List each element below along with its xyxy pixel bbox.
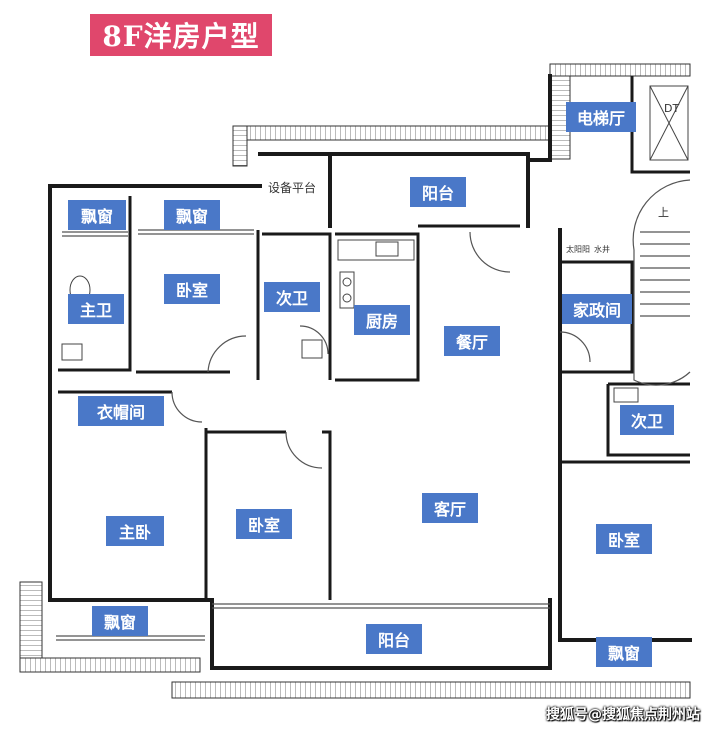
bottom-ledge xyxy=(19,657,201,673)
kitchen-stove xyxy=(339,271,355,309)
stair-box xyxy=(630,76,690,174)
stair-curve xyxy=(632,179,691,386)
door-housekeeping xyxy=(559,331,591,363)
label-bay-window-bottom-right: 飘窗 xyxy=(596,637,652,667)
label-living-room: 客厅 xyxy=(422,493,478,523)
master-bath-wall xyxy=(58,196,132,372)
bath2-sink xyxy=(301,339,323,359)
door-balcony xyxy=(469,231,511,273)
floor-plan-title: 8F洋房户型 xyxy=(90,14,272,56)
label-bay-window-bottom-left: 飘窗 xyxy=(92,606,148,636)
elevator-shaft xyxy=(649,85,689,161)
label-bay-window-top-left: 飘窗 xyxy=(68,200,126,230)
label-second-bath-1: 次卫 xyxy=(264,282,320,312)
kitchen-wall xyxy=(335,232,420,382)
kitchen-sink xyxy=(375,241,399,257)
label-bay-window-top: 飘窗 xyxy=(164,200,220,230)
stair-wall-top xyxy=(526,74,552,162)
window-lines-bottom xyxy=(212,603,550,609)
master-bath-sink xyxy=(61,343,83,361)
right-top-strip xyxy=(549,63,691,77)
kitchen-counter xyxy=(337,239,415,261)
label-balcony-top: 阳台 xyxy=(410,177,466,207)
bath-right-wall xyxy=(606,382,690,457)
stair-treads xyxy=(640,231,690,317)
door-bedroom-middle xyxy=(285,431,323,469)
window-lines-left xyxy=(56,635,205,641)
bath-right-sink xyxy=(613,387,639,403)
small-balcony-note: 太阳阳 xyxy=(566,244,590,254)
label-cloakroom: 衣帽间 xyxy=(78,396,164,426)
bottom-long-ledge xyxy=(171,681,691,699)
elevator-cross-2 xyxy=(649,85,689,161)
bedroom-middle-wall xyxy=(204,428,332,600)
stove-burner-2 xyxy=(342,293,352,303)
elevator-code-note: DT xyxy=(664,102,679,115)
top-ledge xyxy=(232,125,552,141)
door-cloak xyxy=(171,391,203,423)
door-bath2 xyxy=(299,325,329,355)
equipment-platform-note: 设备平台 xyxy=(268,180,316,195)
top-left-ledge xyxy=(232,125,248,167)
watermark: 搜狐号@搜狐焦点荆州站 xyxy=(546,707,700,723)
window-lines-top xyxy=(62,229,254,237)
label-bedroom-top: 卧室 xyxy=(164,274,220,304)
label-master-bath: 主卫 xyxy=(68,294,124,324)
label-housekeeping: 家政间 xyxy=(562,294,632,324)
door-bedroom-top xyxy=(207,335,247,373)
label-bedroom-right: 卧室 xyxy=(596,524,652,554)
housekeeping-wall xyxy=(560,260,634,374)
label-dining: 餐厅 xyxy=(444,326,500,356)
balcony-top-wall xyxy=(328,152,530,228)
label-kitchen: 厨房 xyxy=(354,305,410,335)
label-second-bath-2: 次卫 xyxy=(620,405,674,435)
bottom-balcony-wall xyxy=(210,598,552,670)
bath2-wall xyxy=(262,232,332,380)
label-elevator-hall: 电梯厅 xyxy=(566,102,636,132)
label-master-bedroom: 主卧 xyxy=(106,516,164,546)
water-well-note: 水井 xyxy=(594,244,610,254)
up-note: 上 xyxy=(658,206,669,219)
label-bedroom-middle: 卧室 xyxy=(236,509,292,539)
label-balcony-bottom: 阳台 xyxy=(366,624,422,654)
stove-burner-1 xyxy=(342,277,352,287)
